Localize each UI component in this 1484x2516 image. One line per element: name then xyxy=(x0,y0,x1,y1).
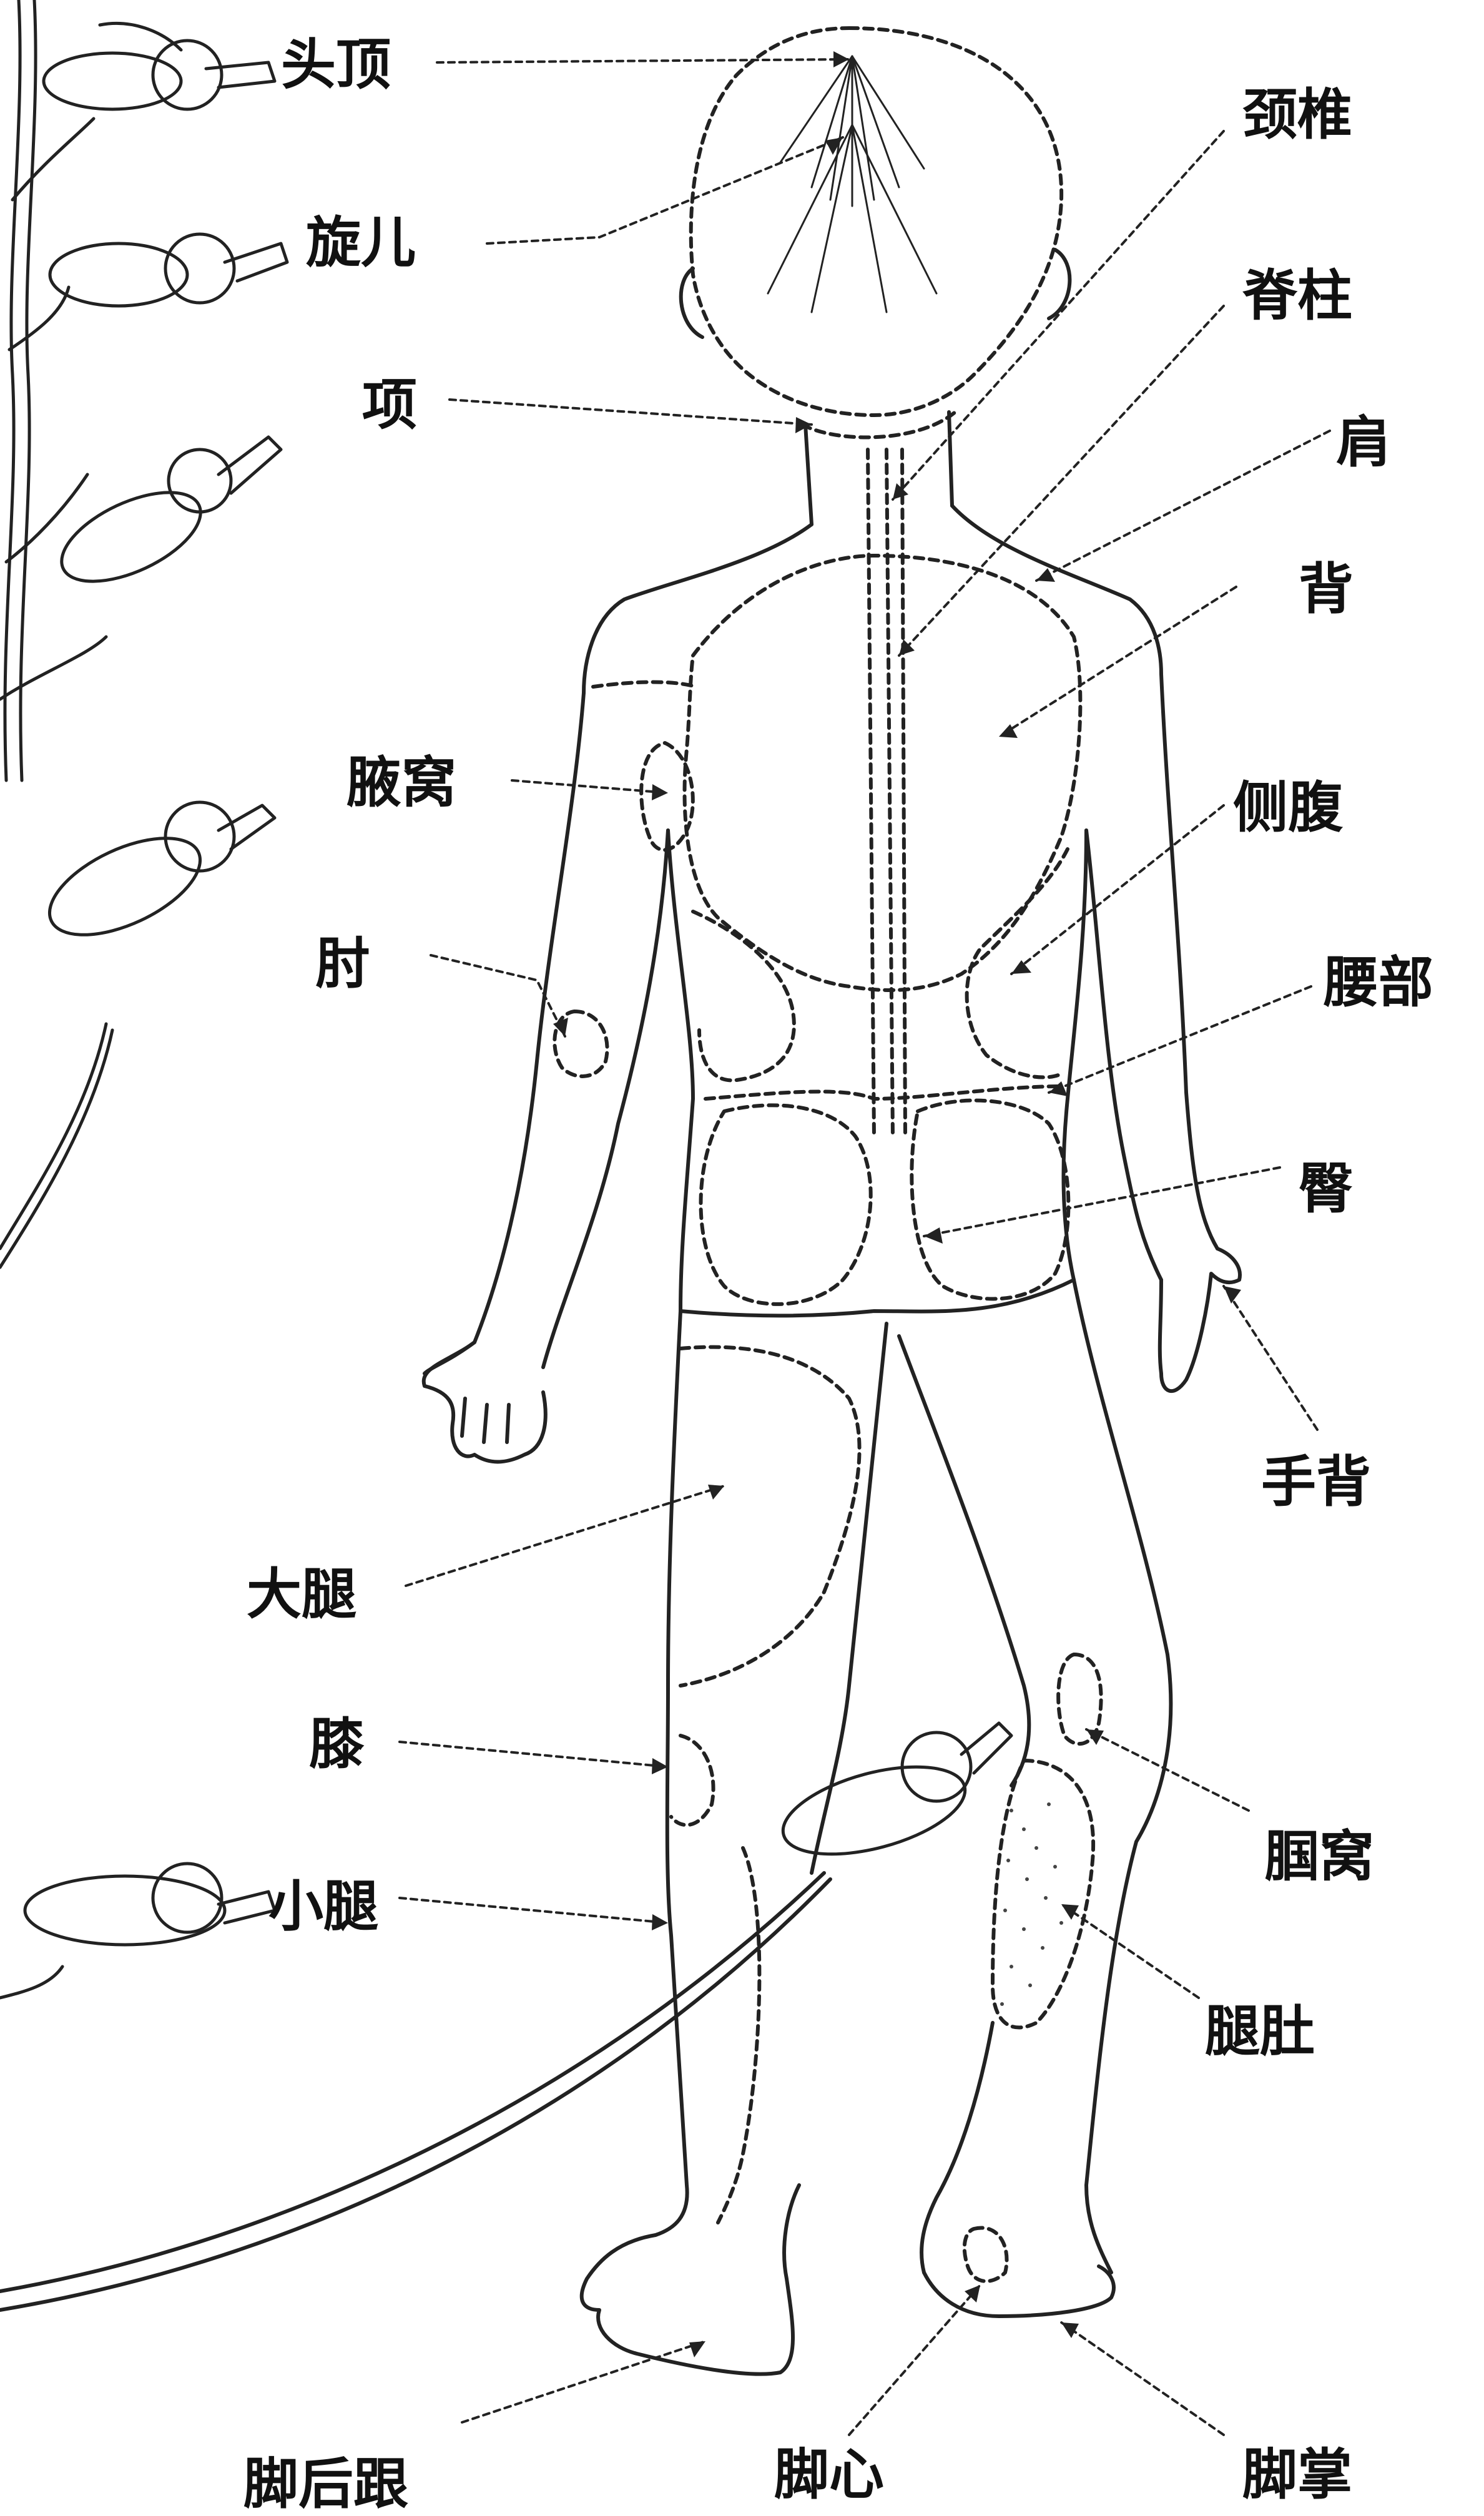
right-buttock-dash xyxy=(912,1101,1068,1299)
left-calf-dash xyxy=(718,1848,759,2223)
child-figure xyxy=(424,28,1240,2374)
label-elbow: 肘 xyxy=(315,936,370,991)
label-popliteal-fossa: 腘窝 xyxy=(1264,1829,1374,1884)
label-back: 背 xyxy=(1299,562,1354,617)
right-flank-dash xyxy=(967,849,1068,1078)
flying-child-figure-3 xyxy=(49,437,281,600)
label-hair-whorl: 旋儿 xyxy=(306,215,416,270)
sole-dash xyxy=(965,2228,1007,2281)
label-flank: 侧腹 xyxy=(1233,780,1343,835)
label-knee: 膝 xyxy=(309,1717,364,1772)
knee-dash xyxy=(671,1736,714,1825)
right-foot xyxy=(924,2266,1114,2316)
decorative-swoosh xyxy=(0,1873,830,2310)
hair-strands xyxy=(768,56,936,312)
decorative-vines xyxy=(0,0,112,1998)
flying-child-figure-2 xyxy=(50,234,287,306)
left-flank-dash xyxy=(693,912,794,1080)
right-hand xyxy=(1160,1249,1240,1391)
spine-dash-2 xyxy=(887,450,893,1136)
label-calf: 小腿 xyxy=(268,1879,378,1934)
back-region xyxy=(685,556,1081,990)
label-shoulder: 肩 xyxy=(1336,415,1391,470)
label-waist: 腰部 xyxy=(1324,955,1433,1010)
left-shoulder-dash xyxy=(593,682,696,687)
label-heel: 脚后跟 xyxy=(243,2457,408,2512)
label-sole: 脚心 xyxy=(774,2447,884,2502)
label-cervical-vertebra: 颈椎 xyxy=(1242,87,1352,142)
flying-child-figure-5 xyxy=(25,1864,275,1945)
label-calf-belly: 腿肚 xyxy=(1205,2004,1315,2059)
left-hand xyxy=(424,1342,546,1462)
spine-dash-3 xyxy=(902,450,905,1136)
label-nape: 项 xyxy=(362,378,417,433)
spine-dash-1 xyxy=(868,450,874,1136)
calf-stipple xyxy=(1000,1802,1063,2006)
flying-child-figure-1 xyxy=(44,23,275,109)
calf-belly-dash xyxy=(993,1761,1093,2028)
waist-dash xyxy=(705,1086,1061,1099)
label-hand-back: 手背 xyxy=(1261,1455,1371,1510)
label-spine: 脊柱 xyxy=(1242,268,1352,323)
thigh-dash xyxy=(681,1347,860,1686)
flying-child-figure-4 xyxy=(36,802,275,955)
label-armpit: 腋窝 xyxy=(346,755,456,810)
label-buttock: 臀 xyxy=(1299,1161,1354,1216)
label-foot-palm: 脚掌 xyxy=(1242,2447,1352,2502)
flying-child-figure-6 xyxy=(774,1723,1011,1871)
label-thigh: 大腿 xyxy=(247,1567,356,1622)
label-head-top: 头顶 xyxy=(281,37,391,92)
left-buttock-dash xyxy=(701,1105,871,1304)
head-outline xyxy=(691,28,1061,415)
